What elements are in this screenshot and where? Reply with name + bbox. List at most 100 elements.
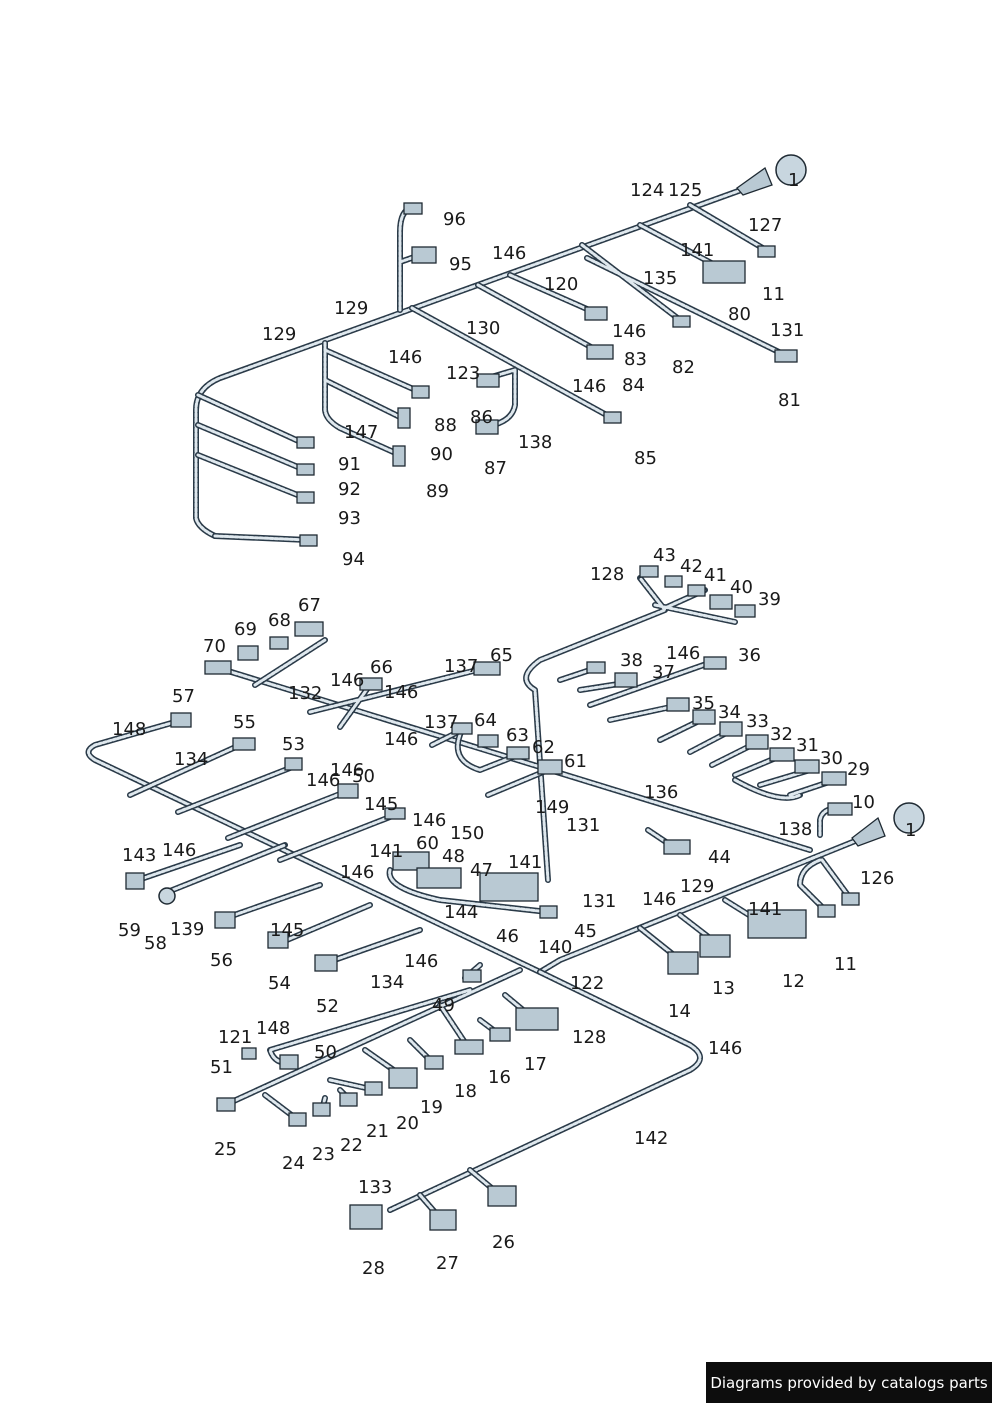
- connector: [429, 1209, 457, 1231]
- callout-label: 127: [748, 215, 782, 236]
- callout-label: 70: [203, 636, 226, 657]
- callout-label: 91: [338, 454, 361, 475]
- callout-label: 21: [366, 1121, 389, 1142]
- callout-label: 56: [210, 950, 233, 971]
- connector: [614, 672, 638, 688]
- callout-label: 41: [704, 565, 727, 586]
- callout-label: 26: [492, 1232, 515, 1253]
- callout-label: 59: [118, 920, 141, 941]
- connector: [664, 575, 683, 588]
- callout-label: 43: [653, 545, 676, 566]
- callout-label: 122: [570, 973, 604, 994]
- callout-label: 31: [796, 735, 819, 756]
- callout-label: 137: [424, 712, 458, 733]
- connector: [462, 969, 482, 983]
- upper-wiring-harness: [193, 154, 807, 547]
- connector: [296, 491, 315, 504]
- callout-label: 126: [860, 868, 894, 889]
- connector: [687, 584, 706, 597]
- plug-icon: [775, 154, 807, 186]
- callout-label: 136: [644, 782, 678, 803]
- callout-label: 83: [624, 349, 647, 370]
- callout-label: 146: [330, 760, 364, 781]
- connector: [424, 1055, 444, 1070]
- connector: [451, 722, 473, 735]
- connector: [476, 373, 500, 388]
- callout-label: 45: [574, 921, 597, 942]
- callout-label: 51: [210, 1057, 233, 1078]
- callout-label: 49: [432, 995, 455, 1016]
- connector: [475, 419, 499, 435]
- connector: [397, 407, 411, 429]
- callout-label: 129: [262, 324, 296, 345]
- callout-label: 142: [634, 1128, 668, 1149]
- callout-label: 88: [434, 415, 457, 436]
- callout-label: 12: [782, 971, 805, 992]
- connector: [416, 867, 462, 889]
- connector: [241, 1047, 257, 1060]
- callout-label: 146: [412, 810, 446, 831]
- connector: [794, 759, 820, 774]
- callout-label: 39: [758, 589, 781, 610]
- callout-label: 55: [233, 712, 256, 733]
- callout-label: 89: [426, 481, 449, 502]
- connector: [719, 721, 743, 737]
- callout-label: 18: [454, 1081, 477, 1102]
- callout-label: 38: [620, 650, 643, 671]
- callout-label: 61: [564, 751, 587, 772]
- connector: [299, 534, 318, 547]
- connector: [337, 783, 359, 799]
- round-connector: [158, 887, 176, 905]
- connector: [403, 202, 423, 215]
- connector: [489, 1027, 511, 1042]
- connector: [537, 759, 563, 775]
- connector: [699, 934, 731, 958]
- callout-label: 148: [256, 1018, 290, 1039]
- connector: [603, 411, 622, 424]
- callout-label: 62: [532, 737, 555, 758]
- connector: [702, 260, 746, 284]
- callout-label: 146: [666, 643, 700, 664]
- connector: [364, 1081, 383, 1096]
- callout-label: 128: [590, 564, 624, 585]
- callout-label: 135: [643, 268, 677, 289]
- callout-label: 67: [298, 595, 321, 616]
- callout-label: 146: [404, 951, 438, 972]
- connector: [584, 306, 608, 321]
- callout-label: 139: [170, 919, 204, 940]
- callout-label: 23: [312, 1144, 335, 1165]
- callout-label: 35: [692, 693, 715, 714]
- callout-label: 58: [144, 933, 167, 954]
- connector: [487, 1185, 517, 1207]
- connector: [586, 661, 606, 674]
- callout-label: 81: [778, 390, 801, 411]
- callout-label: 1: [788, 170, 799, 191]
- callout-label: 146: [492, 243, 526, 264]
- connector: [745, 734, 769, 750]
- callout-label: 141: [680, 240, 714, 261]
- callout-label: 129: [334, 298, 368, 319]
- callout-label: 86: [470, 407, 493, 428]
- callout-label: 87: [484, 458, 507, 479]
- callout-label: 80: [728, 304, 751, 325]
- callout-label: 140: [538, 937, 572, 958]
- callout-label: 92: [338, 479, 361, 500]
- callout-label: 131: [582, 891, 616, 912]
- callout-label: 150: [450, 823, 484, 844]
- callout-label: 34: [718, 702, 741, 723]
- connector: [312, 1102, 331, 1117]
- callout-label: 95: [449, 254, 472, 275]
- connector: [454, 1039, 484, 1055]
- connector: [392, 445, 406, 467]
- connector: [284, 757, 303, 771]
- callout-label: 17: [524, 1054, 547, 1075]
- callout-label: 24: [282, 1153, 305, 1174]
- callout-label: 146: [384, 729, 418, 750]
- callout-label: 133: [358, 1177, 392, 1198]
- connector: [539, 905, 558, 919]
- connector: [170, 712, 192, 728]
- connector: [827, 802, 853, 816]
- callout-label: 138: [518, 432, 552, 453]
- callout-label: 131: [770, 320, 804, 341]
